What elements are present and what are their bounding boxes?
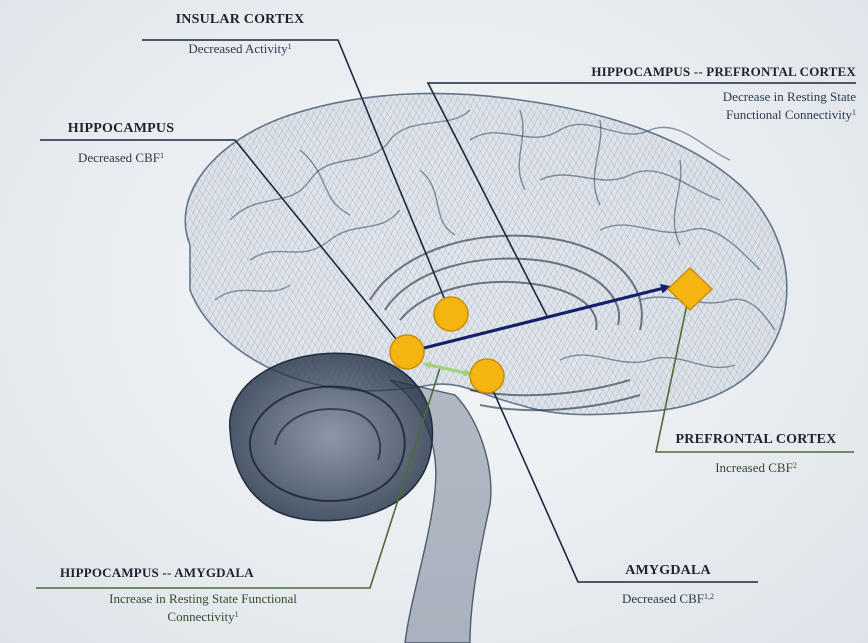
hipp-pfc-title: HIPPOCAMPUS -- PREFRONTAL CORTEX [510, 64, 856, 80]
prefrontal-desc: Increased CBF [715, 460, 793, 475]
amygdala-desc: Decreased CBF [622, 591, 704, 606]
prefrontal-ref: 2 [793, 461, 797, 470]
insular-cortex-marker [434, 297, 468, 331]
label-hippocampus-prefrontal: HIPPOCAMPUS -- PREFRONTAL CORTEX Decreas… [510, 64, 856, 124]
label-hippocampus: HIPPOCAMPUS Decreased CBF1 [40, 121, 202, 167]
label-prefrontal-cortex: PREFRONTAL CORTEX Increased CBF2 [658, 432, 854, 477]
hipp-pfc-desc-line1: Decrease in Resting State [510, 88, 856, 106]
hipp-amyg-desc-line2: Connectivity [167, 609, 234, 624]
hipp-pfc-ref: 1 [852, 108, 856, 117]
label-insular-cortex: INSULAR CORTEX Decreased Activity1 [142, 12, 338, 58]
amygdala-title: AMYGDALA [578, 563, 758, 579]
label-amygdala: AMYGDALA Decreased CBF1,2 [578, 563, 758, 608]
hippocampus-desc: Decreased CBF [78, 150, 160, 165]
hippocampus-title: HIPPOCAMPUS [40, 121, 202, 137]
amygdala-ref: 1,2 [704, 592, 714, 601]
insular-cortex-ref: 1 [288, 42, 292, 51]
hippocampus-ref: 1 [160, 151, 164, 160]
amygdala-marker [470, 359, 504, 393]
hippocampus-marker [390, 335, 424, 369]
label-hippocampus-amygdala: HIPPOCAMPUS -- AMYGDALA Increase in Rest… [36, 565, 370, 626]
hipp-amyg-desc-line1: Increase in Resting State Functional [36, 590, 370, 608]
insular-cortex-desc: Decreased Activity [188, 41, 287, 56]
prefrontal-title: PREFRONTAL CORTEX [658, 432, 854, 448]
insular-cortex-title: INSULAR CORTEX [142, 12, 338, 28]
hipp-amyg-ref: 1 [235, 610, 239, 619]
hipp-pfc-desc-line2: Functional Connectivity [726, 107, 852, 122]
hipp-amyg-title: HIPPOCAMPUS -- AMYGDALA [36, 565, 370, 581]
